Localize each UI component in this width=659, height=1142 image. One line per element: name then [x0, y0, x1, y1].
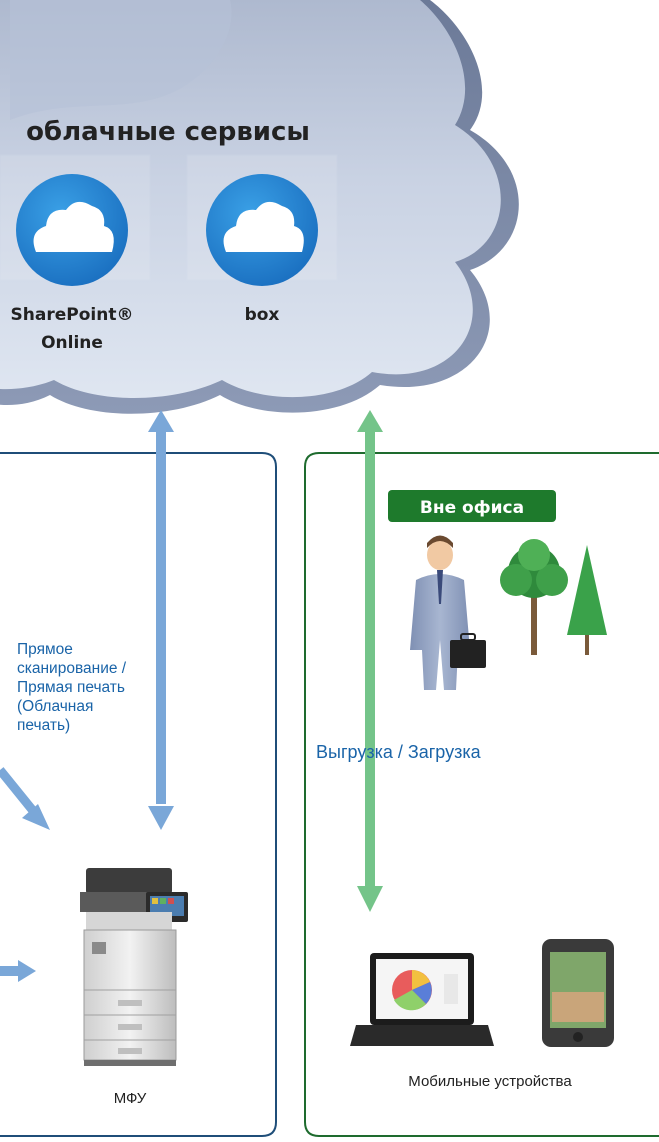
scan-print-label-line2: сканирование /	[17, 660, 127, 677]
mobile-devices-label: Мобильные устройства	[408, 1073, 572, 1090]
box-service-icon[interactable]	[206, 174, 318, 286]
smartphone-icon[interactable]	[542, 939, 614, 1047]
scan-print-label-line5: печать)	[17, 717, 70, 734]
mfp-label: МФУ	[114, 1090, 147, 1107]
scan-print-label-line1: Прямое	[17, 641, 73, 658]
upload-download-arrow	[357, 410, 383, 912]
cloud-icon	[223, 201, 304, 252]
sharepoint-label-line1: SharePoint®	[11, 305, 134, 325]
scan-print-label-line3: Прямая печать	[17, 679, 125, 696]
box-label: box	[245, 305, 280, 325]
mfp-printer-icon[interactable]	[80, 868, 188, 1066]
outside-panel	[304, 452, 659, 1137]
tree-icon	[500, 539, 568, 655]
sharepoint-service-icon[interactable]	[16, 174, 128, 286]
horizontal-arrow	[0, 960, 36, 982]
scan-print-label-line4: (Облачная	[17, 698, 93, 715]
pine-tree-icon	[567, 545, 607, 655]
out-of-office-badge: Вне офиса	[388, 490, 556, 522]
sharepoint-label-line2: Online	[41, 333, 103, 353]
diagonal-arrow	[0, 767, 50, 830]
cloud-title: облачные сервисы	[26, 117, 310, 147]
scan-print-arrow	[148, 410, 174, 830]
pie-chart-icon	[392, 970, 432, 1011]
out-of-office-badge-text: Вне офиса	[420, 498, 524, 518]
scan-print-label: Прямое сканирование / Прямая печать (Обл…	[17, 641, 127, 734]
office-panel	[0, 452, 277, 1137]
businessman-icon	[410, 535, 486, 690]
laptop-icon[interactable]	[350, 953, 494, 1046]
upload-download-label: Выгрузка / Загрузка	[316, 742, 482, 762]
cloud-icon	[33, 201, 114, 252]
